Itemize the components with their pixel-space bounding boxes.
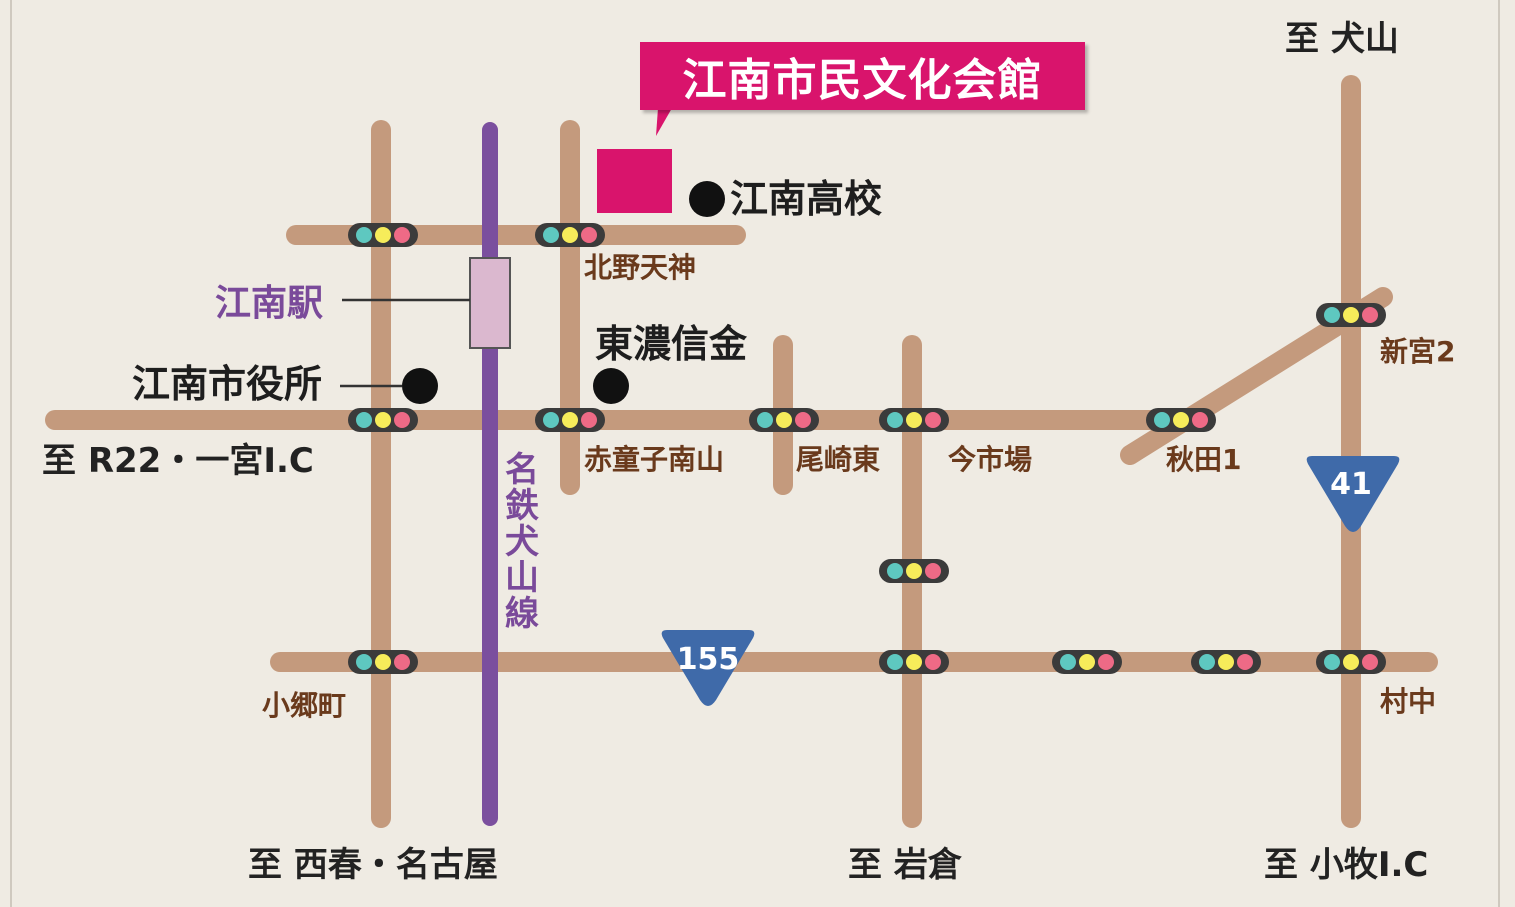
konan-high-school-label: 江南高校 [730, 177, 883, 221]
signal-green-light [356, 227, 372, 243]
traffic-signal [879, 559, 949, 583]
signal-yellow-light [1218, 654, 1234, 670]
signal-red-light [1362, 307, 1378, 323]
shingu2-label: 新宮2 [1380, 335, 1456, 368]
traffic-signal [1146, 408, 1216, 432]
traffic-signal [348, 650, 418, 674]
signal-green-light [356, 654, 372, 670]
signal-yellow-light [776, 412, 792, 428]
venue-title-label: 江南市民文化会館 [640, 42, 1085, 110]
signal-yellow-light [375, 654, 391, 670]
traffic-signal [879, 650, 949, 674]
left-frame-line [10, 0, 12, 907]
traffic-signal [749, 408, 819, 432]
city-hall-label: 江南市役所 [132, 362, 323, 406]
traffic-signal [535, 408, 605, 432]
railway [342, 122, 511, 826]
signal-red-light [1192, 412, 1208, 428]
venue-marker [597, 149, 672, 213]
konan-station-box [469, 257, 511, 349]
signal-red-light [1098, 654, 1114, 670]
to-inuyama-label: 至 犬山 [1285, 19, 1399, 59]
meitetsu-inuyama-line-label: 名鉄犬山線 [505, 450, 539, 635]
right-frame-line [1498, 0, 1500, 907]
tono-shinkin-dot [593, 368, 629, 404]
traffic-signal [348, 408, 418, 432]
signal-yellow-light [906, 563, 922, 579]
traffic-signal [879, 408, 949, 432]
route-155-number: 155 [676, 642, 740, 677]
signal-red-light [581, 412, 597, 428]
kogomachi-label: 小郷町 [262, 689, 347, 722]
signal-green-light [1324, 307, 1340, 323]
signal-green-light [356, 412, 372, 428]
signal-red-light [925, 412, 941, 428]
title-callout-pointer [656, 108, 672, 136]
route-155-shield-icon [661, 630, 755, 706]
points-of-interest [340, 108, 725, 404]
traffic-signals [348, 223, 1386, 674]
signal-green-light [1199, 654, 1215, 670]
signal-yellow-light [906, 412, 922, 428]
route-41-shield-icon [1306, 456, 1400, 532]
signal-red-light [925, 654, 941, 670]
kitano-tenjin-label: 北野天神 [584, 251, 697, 284]
signal-red-light [925, 563, 941, 579]
akadoji-minamiyama-label: 赤童子南山 [584, 443, 725, 476]
signal-green-light [1324, 654, 1340, 670]
route-shields [661, 456, 1400, 706]
traffic-signal [535, 223, 605, 247]
city-hall-dot [402, 368, 438, 404]
tono-shinkin-label: 東濃信金 [595, 322, 748, 366]
signal-red-light [1237, 654, 1253, 670]
signal-green-light [543, 227, 559, 243]
signal-yellow-light [375, 412, 391, 428]
traffic-signal [1052, 650, 1122, 674]
to-iwakura-label: 至 岩倉 [848, 845, 962, 885]
to-r22-ichinomiya-label: 至 R22・一宮I.C [42, 441, 314, 481]
signal-green-light [543, 412, 559, 428]
signal-green-light [887, 563, 903, 579]
signal-red-light [394, 227, 410, 243]
signal-yellow-light [1173, 412, 1189, 428]
signal-yellow-light [1343, 307, 1359, 323]
signal-yellow-light [1079, 654, 1095, 670]
to-komaki-ic-label: 至 小牧I.C [1264, 845, 1429, 885]
imaichiba-label: 今市場 [948, 443, 1033, 476]
muranaka-label: 村中 [1380, 685, 1437, 718]
konan-station-label: 江南駅 [215, 283, 324, 324]
signal-yellow-light [1343, 654, 1359, 670]
to-nishiharu-nagoya-label: 至 西春・名古屋 [248, 845, 498, 885]
signal-green-light [1060, 654, 1076, 670]
signal-green-light [1154, 412, 1170, 428]
traffic-signal [1191, 650, 1261, 674]
akita1-label: 秋田1 [1166, 443, 1242, 476]
signal-red-light [581, 227, 597, 243]
signal-yellow-light [562, 227, 578, 243]
signal-red-light [795, 412, 811, 428]
signal-green-light [887, 654, 903, 670]
ozaki-higashi-label: 尾崎東 [796, 443, 881, 476]
signal-green-light [757, 412, 773, 428]
traffic-signal [348, 223, 418, 247]
traffic-signal [1316, 650, 1386, 674]
signal-green-light [887, 412, 903, 428]
signal-red-light [394, 412, 410, 428]
signal-red-light [394, 654, 410, 670]
traffic-signal [1316, 303, 1386, 327]
signal-red-light [1362, 654, 1378, 670]
signal-yellow-light [906, 654, 922, 670]
route-41-number: 41 [1330, 467, 1372, 502]
signal-yellow-light [562, 412, 578, 428]
konan-high-school-dot [689, 181, 725, 217]
signal-yellow-light [375, 227, 391, 243]
